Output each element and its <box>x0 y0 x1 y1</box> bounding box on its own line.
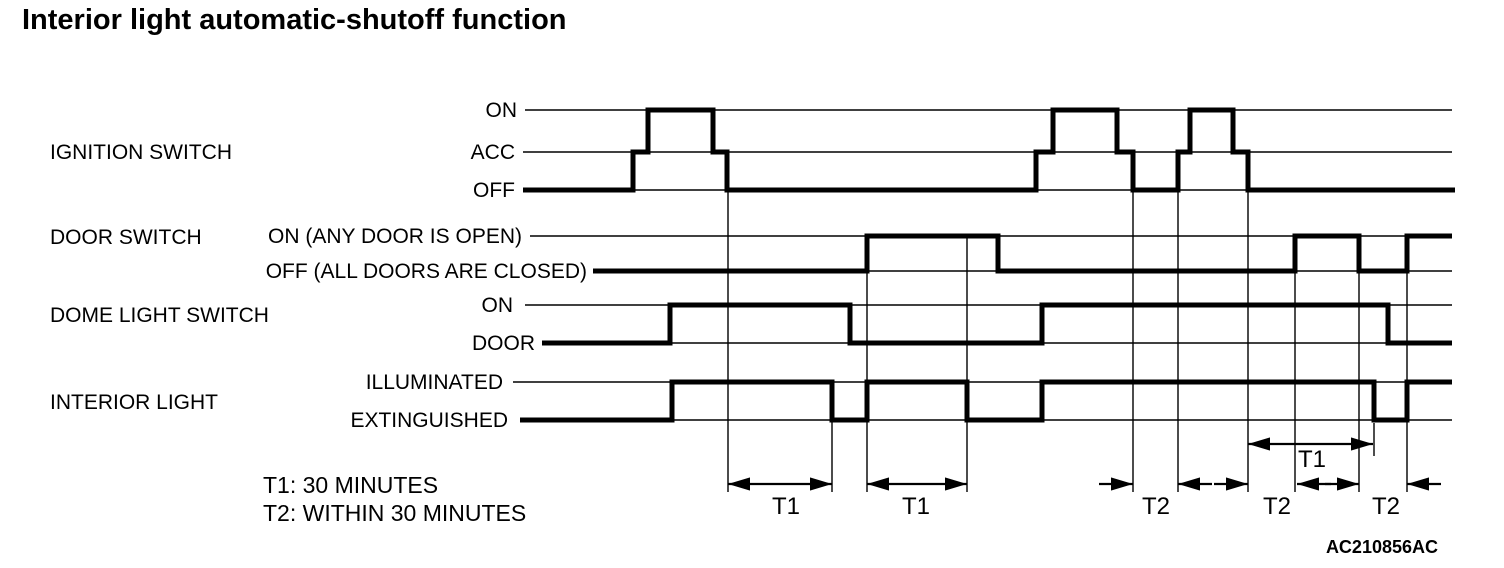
dome-light-switch-level-on-label: ON <box>482 294 514 317</box>
ignition-switch-label: IGNITION SWITCH <box>50 141 232 164</box>
labels-group: IGNITION SWITCH ON ACC OFF DOOR SWITCH ON (AN… <box>50 99 1400 520</box>
dimension-arrows-group <box>728 437 1441 491</box>
t2-span-label-0: T2 <box>1142 493 1170 520</box>
door-switch-level-off-label: OFF (ALL DOORS ARE CLOSED) <box>266 260 587 283</box>
ignition-switch-level-acc-label: ACC <box>471 141 515 164</box>
door-switch-trace <box>593 233 1452 274</box>
t1-span-label-0: T1 <box>772 493 800 520</box>
door-switch-level-on-label: ON (ANY DOOR IS OPEN) <box>268 225 522 248</box>
t2-span-label-2: T2 <box>1372 493 1400 520</box>
ignition-switch-trace <box>523 107 1455 193</box>
level-lines-group <box>513 109 1452 421</box>
legend-t1: T1: 30 MINUTES <box>263 472 438 498</box>
page-title: Interior light automatic-shutoff functio… <box>22 4 567 36</box>
interior-light-label: INTERIOR LIGHT <box>50 391 218 414</box>
ignition-switch-level-on-label: ON <box>486 99 518 122</box>
t2-span-label-1: T2 <box>1263 493 1291 520</box>
reference-lines-group <box>727 190 1408 492</box>
interior-light-level-illuminated-label: ILLUMINATED <box>366 371 503 394</box>
dome-light-switch-level-door-label: DOOR <box>472 332 535 355</box>
dome-light-switch-label: DOME LIGHT SWITCH <box>50 304 269 327</box>
ignition-switch-level-off-label: OFF <box>473 179 515 202</box>
legend-t2: T2: WITHIN 30 MINUTES <box>263 500 526 526</box>
signal-traces-group <box>520 107 1455 423</box>
interior-light-level-extinguished-label: EXTINGUISHED <box>350 409 508 432</box>
door-switch-label: DOOR SWITCH <box>50 226 202 249</box>
dome-light-switch-trace <box>542 302 1452 346</box>
interior-light-trace <box>520 379 1452 423</box>
t1-span-label-2: T1 <box>1298 446 1326 473</box>
figure-code: AC210856AC <box>1326 537 1438 557</box>
t1-span-label-1: T1 <box>902 493 930 520</box>
